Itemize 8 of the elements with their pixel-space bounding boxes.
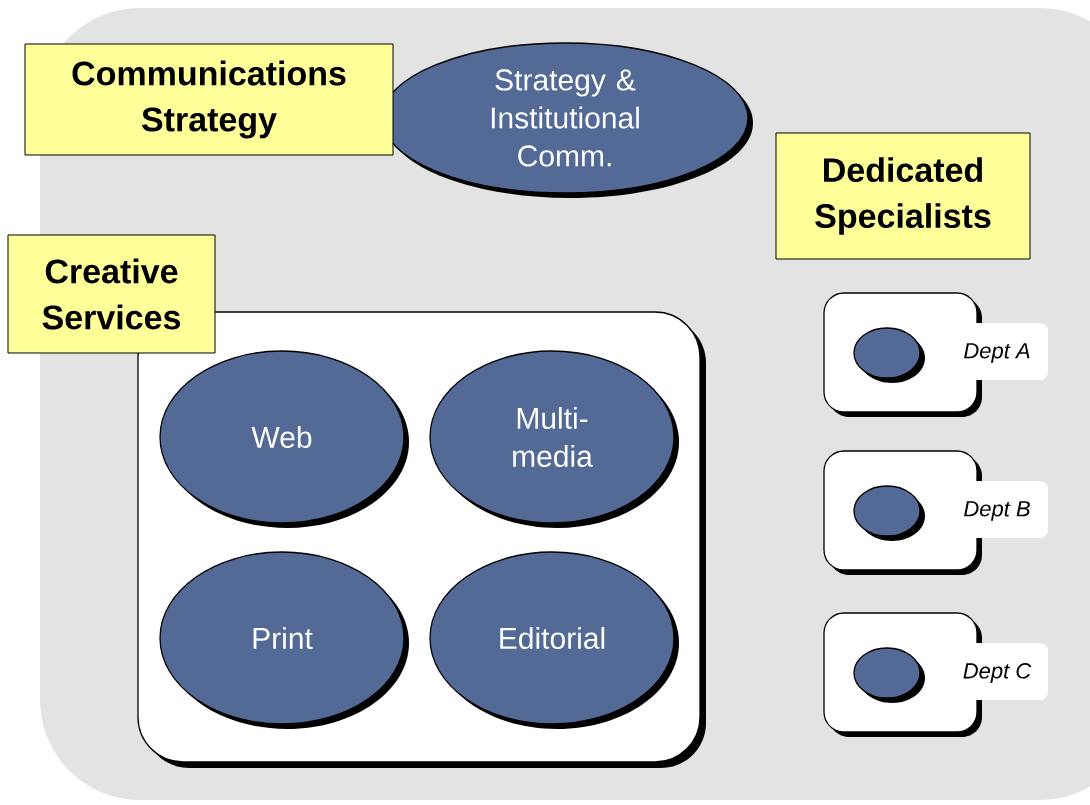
ellipse xyxy=(853,327,925,383)
node-label: Dept B xyxy=(964,501,1030,521)
heading-label: Communications Strategy xyxy=(24,43,394,156)
heading-label: Creative Services xyxy=(7,234,216,354)
ellipse xyxy=(853,647,925,703)
node-label: Dept A xyxy=(964,343,1030,363)
heading-label: Dedicated Specialists xyxy=(775,132,1031,260)
ellipse xyxy=(853,485,925,541)
